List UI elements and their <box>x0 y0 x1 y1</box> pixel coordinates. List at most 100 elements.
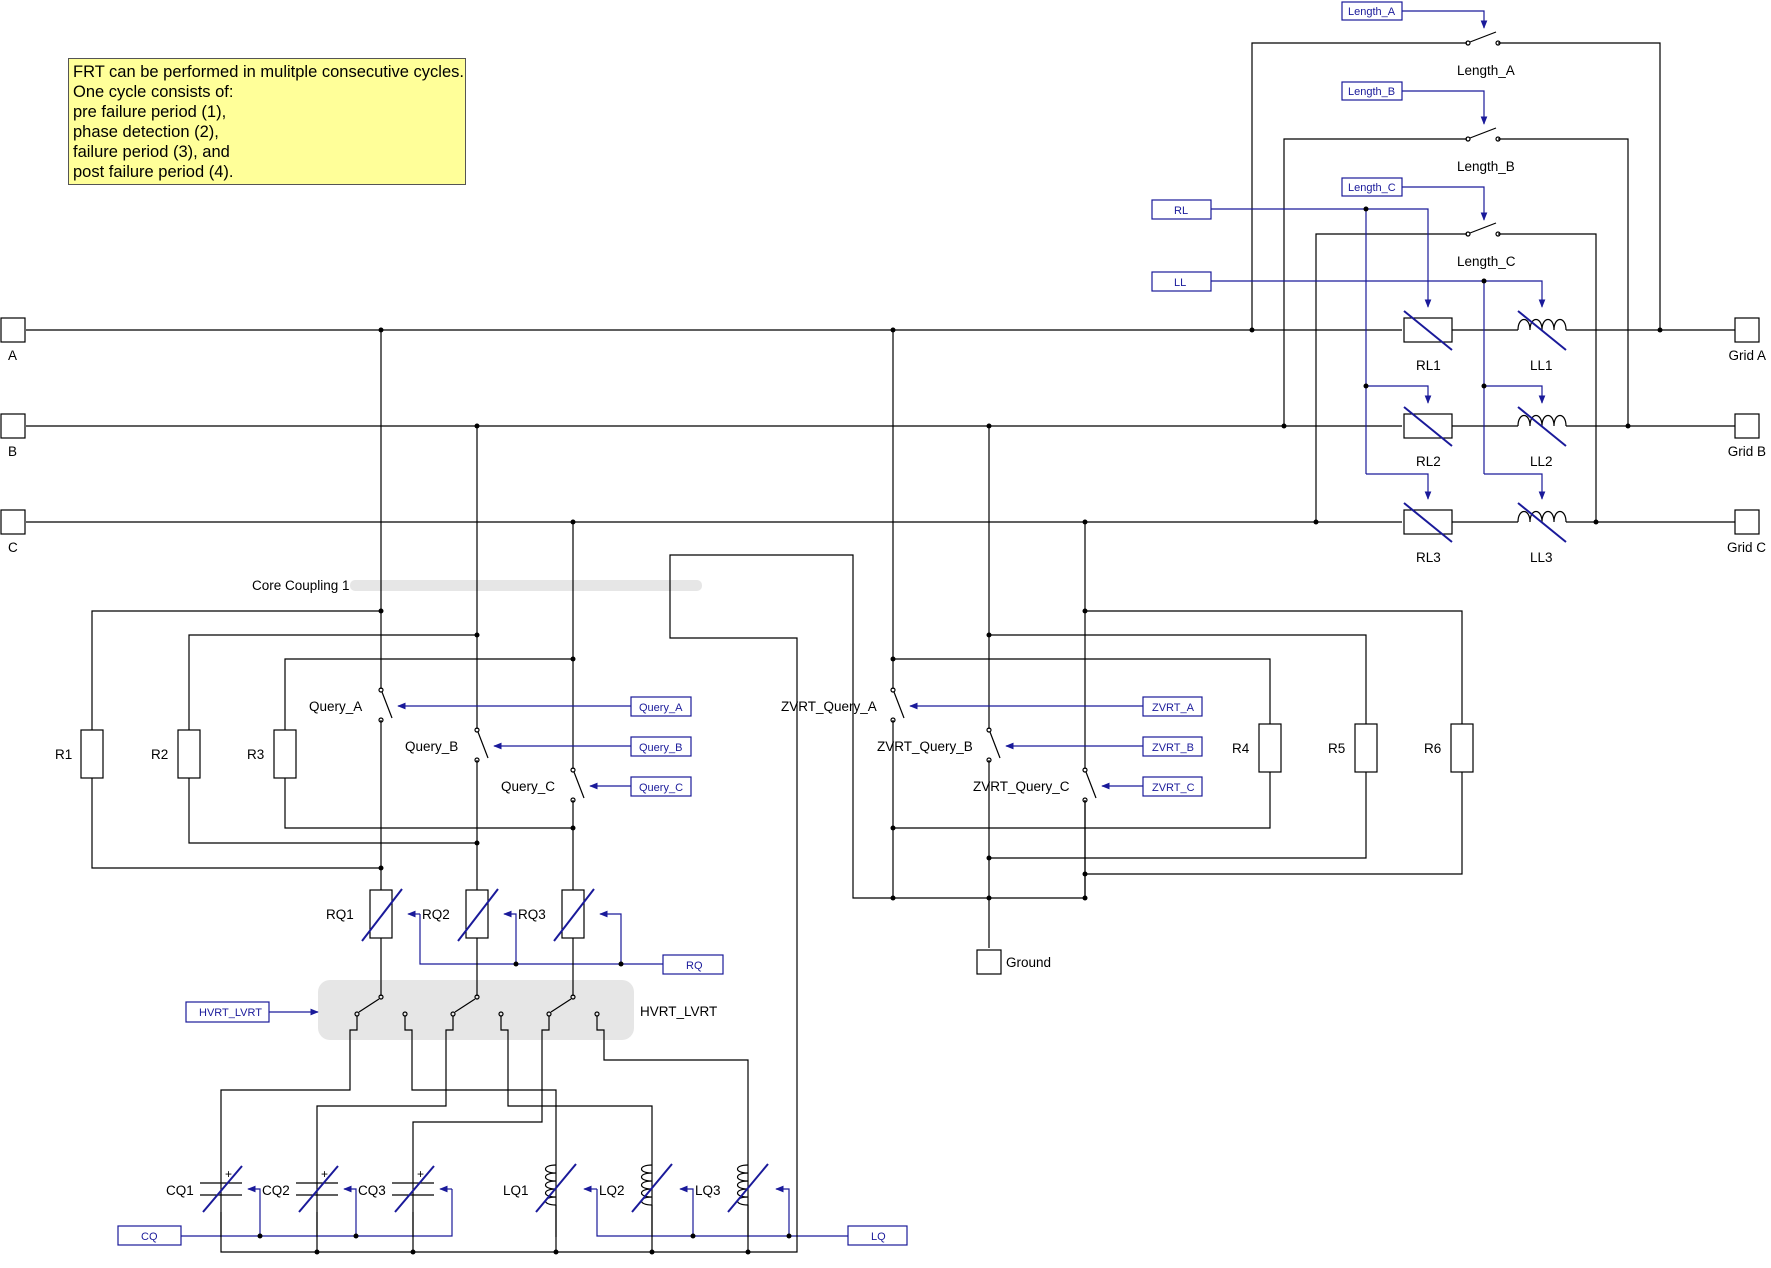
hvrt-lvrt-switch-box[interactable] <box>318 980 634 1040</box>
lq-signal-wires <box>583 1185 848 1239</box>
rl-tag-text: RL <box>1174 205 1188 217</box>
capacitor-cq3[interactable]: + <box>392 1165 435 1213</box>
lq-tag-text: LQ <box>871 1231 886 1243</box>
cq-tag[interactable] <box>117 1225 182 1246</box>
length-a-switch[interactable] <box>1465 31 1501 46</box>
length-a-label: Length_A <box>1457 63 1515 78</box>
inductor-lq3[interactable] <box>727 1163 769 1213</box>
capacitor-cq1[interactable]: + <box>200 1165 243 1213</box>
port-b-label: B <box>8 444 17 459</box>
zvrt-query-c-label: ZVRT_Query_C <box>973 779 1070 794</box>
lq2-label: LQ2 <box>599 1183 625 1198</box>
line-resistor-rl3[interactable] <box>1403 502 1453 543</box>
query-a-tag-text: Query_A <box>639 702 683 714</box>
bypass-wires <box>1251 42 1661 522</box>
zvrt-query-a-switch[interactable] <box>890 687 905 723</box>
note-line: phase detection (2), <box>73 123 219 141</box>
cq-tag-text: CQ <box>141 1231 158 1243</box>
port-grid-a-label: Grid A <box>1728 348 1766 363</box>
note-line: One cycle consists of: <box>73 83 234 101</box>
hvrt-lvrt-switch-phase-c[interactable] <box>412 994 749 1237</box>
bus-wires <box>26 329 1735 523</box>
inductor-lq1[interactable] <box>535 1163 577 1213</box>
rq-signal-wires <box>407 910 663 967</box>
hvrt-lvrt-switch-phase-b[interactable] <box>316 994 653 1237</box>
rl-ll-signal-wires <box>1211 208 1546 500</box>
query-b-tag-text: Query_B <box>639 742 682 754</box>
rq-tag[interactable] <box>662 954 724 975</box>
r6-label: R6 <box>1424 741 1441 756</box>
query-c-label: Query_C <box>501 779 555 794</box>
svg-text:+: + <box>417 1167 424 1181</box>
query-c-switch[interactable] <box>570 767 585 803</box>
zvrt-query-b-switch[interactable] <box>986 727 1001 763</box>
length-c-tag-text: Length_C <box>1348 182 1396 194</box>
line-resistor-rl2[interactable] <box>1403 406 1453 447</box>
ll3-label: LL3 <box>1530 550 1553 565</box>
ll2-label: LL2 <box>1530 454 1553 469</box>
resistor-rq2[interactable] <box>457 888 499 942</box>
port-b[interactable] <box>0 413 26 439</box>
rq2-label: RQ2 <box>422 907 450 922</box>
hvrt-lvrt-label: HVRT_LVRT <box>640 1004 717 1019</box>
line-resistor-rl1[interactable] <box>1403 310 1453 351</box>
r2-label: R2 <box>151 747 168 762</box>
zvrt-query-a-label: ZVRT_Query_A <box>781 699 877 714</box>
resistor-r3[interactable] <box>273 729 297 779</box>
r1-label: R1 <box>55 747 72 762</box>
note-line: FRT can be performed in mulitple consecu… <box>73 63 464 81</box>
hvrt-lvrt-switch-phase-a[interactable] <box>220 994 557 1237</box>
length-b-switch[interactable] <box>1465 127 1501 142</box>
cq-signal-wires <box>181 1185 453 1239</box>
resistor-rq1[interactable] <box>361 888 403 942</box>
port-grid-a[interactable] <box>1734 317 1760 343</box>
capacitor-cq2[interactable]: + <box>296 1165 339 1213</box>
line-inductor-ll2[interactable] <box>1517 406 1567 447</box>
rl1-label: RL1 <box>1416 358 1441 373</box>
zvrt-r-wires <box>893 610 1463 875</box>
r-bypass-wires <box>91 610 573 869</box>
length-b-label: Length_B <box>1457 159 1515 174</box>
note-line: post failure period (4). <box>73 163 234 181</box>
query-c-tag-text: Query_C <box>639 782 683 794</box>
port-grid-b[interactable] <box>1734 413 1760 439</box>
zvrt-a-tag-text: ZVRT_A <box>1152 702 1195 714</box>
resistor-r5[interactable] <box>1354 723 1378 773</box>
rq1-label: RQ1 <box>326 907 354 922</box>
zvrt-junction-dots <box>890 608 1088 901</box>
query-b-switch[interactable] <box>474 727 489 763</box>
resistor-r1[interactable] <box>80 729 104 779</box>
svg-text:+: + <box>321 1167 328 1181</box>
core-coupling-bar <box>350 580 702 591</box>
inductor-lq2[interactable] <box>631 1163 673 1213</box>
ll-tag-text: LL <box>1174 277 1186 289</box>
ground-port[interactable] <box>976 949 1002 975</box>
length-c-switch[interactable] <box>1465 222 1501 237</box>
cq2-label: CQ2 <box>262 1183 290 1198</box>
junction-dots <box>378 206 1663 525</box>
resistor-r6[interactable] <box>1450 723 1474 773</box>
cq1-label: CQ1 <box>166 1183 194 1198</box>
length-a-tag-text: Length_A <box>1348 6 1396 18</box>
line-inductor-ll1[interactable] <box>1517 310 1567 351</box>
length-c-label: Length_C <box>1457 254 1516 269</box>
port-c[interactable] <box>0 509 26 535</box>
query-a-switch[interactable] <box>378 687 393 723</box>
hvrt-lvrt-tag-text: HVRT_LVRT <box>199 1007 262 1019</box>
port-a[interactable] <box>0 317 26 343</box>
zvrt-c-tag-text: ZVRT_C <box>1152 782 1195 794</box>
note-line: pre failure period (1), <box>73 103 227 121</box>
rl3-label: RL3 <box>1416 550 1441 565</box>
resistor-rq3[interactable] <box>553 888 595 942</box>
resistor-r4[interactable] <box>1258 723 1282 773</box>
lq-tag[interactable] <box>847 1225 908 1246</box>
resistor-r2[interactable] <box>177 729 201 779</box>
port-grid-c[interactable] <box>1734 509 1760 535</box>
query-b-label: Query_B <box>405 739 458 754</box>
line-inductor-ll3[interactable] <box>1517 502 1567 543</box>
zvrt-query-b-label: ZVRT_Query_B <box>877 739 973 754</box>
info-note: FRT can be performed in mulitple consecu… <box>68 58 466 185</box>
query-phase-wires <box>380 330 574 890</box>
zvrt-query-c-switch[interactable] <box>1082 767 1097 803</box>
